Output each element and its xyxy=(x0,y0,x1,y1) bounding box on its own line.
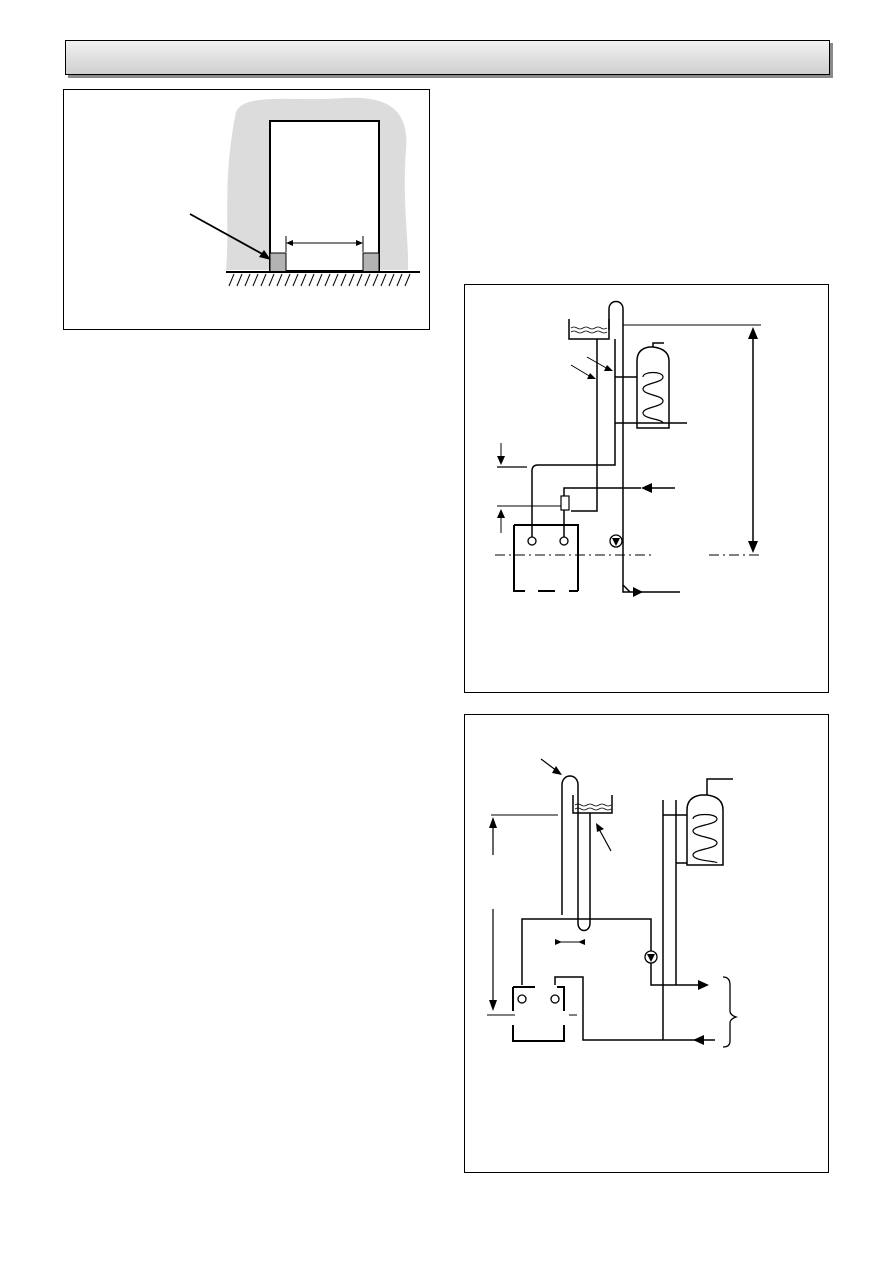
figure-alt-vent-drawing xyxy=(487,758,739,1048)
check-valve xyxy=(560,495,570,511)
flow-out-arrow xyxy=(698,980,709,990)
pointer-arrow-head xyxy=(259,250,271,260)
vent-pointer-head xyxy=(552,766,562,775)
boiler-casing xyxy=(269,120,380,272)
cistern-water-surface xyxy=(574,803,612,811)
feed-pointer-line xyxy=(570,364,592,378)
figure-plinth-drawing xyxy=(189,97,420,287)
heating-outlet-pipe xyxy=(622,585,680,593)
pump-arrow-icon xyxy=(647,954,655,962)
gap-arrow-right xyxy=(578,939,585,945)
cylinder-primary-link xyxy=(663,814,687,864)
boiler-outline xyxy=(513,524,579,592)
open-vent-loop xyxy=(561,775,591,932)
cistern-pointer-head xyxy=(596,823,604,832)
pointer-arrow-line xyxy=(189,213,267,257)
head-arrow-lower-head xyxy=(489,1000,497,1011)
head-arrow-upper-head xyxy=(489,817,497,828)
boiler-tapping-return xyxy=(550,994,560,1004)
boiler-tapping-flow xyxy=(517,994,527,1004)
cistern-water-surface xyxy=(570,326,608,334)
vent-pointer-line xyxy=(586,356,609,370)
clearance-arrow-lower-head xyxy=(497,509,505,518)
cylinder-vent xyxy=(706,778,733,795)
boiler-outline xyxy=(512,986,565,1042)
return-inlet-arrow xyxy=(641,483,652,493)
floor-hatching xyxy=(228,273,411,287)
support-block-right xyxy=(362,252,380,273)
feed-expansion-cistern xyxy=(572,795,613,814)
clearance-arrow-upper-head xyxy=(497,456,505,465)
feed-pointer-head xyxy=(587,373,596,379)
system-connection-brace xyxy=(722,976,739,1048)
cistern-pointer-line xyxy=(598,828,612,852)
figure-alt-vent-panel xyxy=(464,714,829,1173)
dimension-arrow-left xyxy=(286,240,293,246)
cold-feed-pipe xyxy=(571,339,598,512)
figure-plinth-panel xyxy=(63,89,430,330)
heating-outlet-arrow xyxy=(633,587,643,597)
boiler-return-pipe xyxy=(563,487,641,537)
gap-arrow-left xyxy=(555,939,562,945)
cylinder-coil xyxy=(692,813,718,864)
boiler-flow-pipe xyxy=(531,339,616,537)
support-block-left xyxy=(269,252,287,273)
pump-arrow-icon xyxy=(612,538,620,546)
head-arrow-top xyxy=(748,327,758,339)
hot-water-cylinder xyxy=(636,346,670,429)
head-arrow-bottom xyxy=(748,541,758,553)
cylinder-vent xyxy=(652,342,664,347)
cylinder-coil xyxy=(642,371,664,424)
figure-open-vent-drawing xyxy=(495,300,761,597)
return-in-arrow xyxy=(693,1035,704,1045)
return-circuit-pipe xyxy=(554,976,697,1041)
boiler-tapping-flow xyxy=(527,536,537,546)
hot-water-cylinder xyxy=(686,794,724,866)
figure-open-vent-panel xyxy=(464,284,829,693)
boiler-tapping-return xyxy=(559,536,569,546)
vent-pointer-head xyxy=(604,365,613,371)
open-vent-pipe xyxy=(608,300,631,593)
dimension-arrow-right xyxy=(356,240,363,246)
section-header-bar xyxy=(65,40,830,75)
